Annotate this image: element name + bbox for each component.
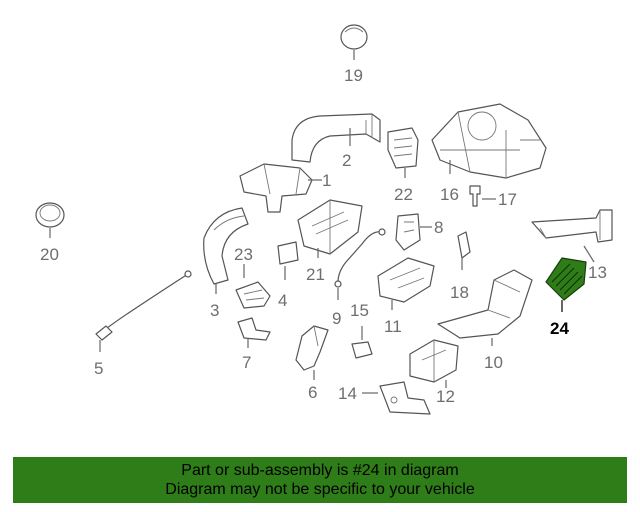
label-10[interactable]: 10 [484, 353, 503, 372]
label-18[interactable]: 18 [450, 283, 469, 302]
label-2[interactable]: 2 [342, 151, 351, 170]
part-16-heater-housing[interactable] [431, 103, 547, 179]
label-21[interactable]: 21 [306, 265, 325, 284]
parts-diagram: 19 20 2 22 16 17 1 13 [35, 24, 613, 415]
label-3[interactable]: 3 [210, 301, 219, 320]
part-22-vent[interactable] [387, 127, 419, 169]
part-21-bracket[interactable] [297, 199, 363, 255]
part-1-duct[interactable] [239, 163, 313, 213]
part-12-bracket[interactable] [409, 339, 459, 383]
info-banner: Part or sub-assembly is #24 in diagram D… [13, 457, 627, 503]
label-12[interactable]: 12 [436, 387, 455, 406]
banner-line-1: Part or sub-assembly is #24 in diagram [181, 462, 459, 479]
part-6-duct[interactable] [295, 325, 329, 371]
part-18-pin[interactable] [457, 231, 471, 259]
label-1[interactable]: 1 [322, 171, 331, 190]
label-7[interactable]: 7 [242, 353, 251, 372]
label-13[interactable]: 13 [588, 263, 607, 282]
label-17[interactable]: 17 [498, 190, 517, 209]
label-14[interactable]: 14 [338, 384, 357, 403]
part-20-plug[interactable] [35, 202, 65, 228]
label-5[interactable]: 5 [94, 359, 103, 378]
part-5-cable[interactable] [95, 270, 192, 341]
part-23-vent[interactable] [235, 281, 271, 309]
part-7-clip[interactable] [237, 317, 271, 341]
part-9-hose[interactable] [334, 228, 386, 288]
label-6[interactable]: 6 [308, 383, 317, 402]
label-22[interactable]: 22 [394, 185, 413, 204]
label-4[interactable]: 4 [278, 291, 287, 310]
part-19-cap[interactable] [340, 24, 368, 50]
part-17-screw[interactable] [469, 185, 481, 207]
label-16[interactable]: 16 [440, 185, 459, 204]
leader-13 [583, 245, 595, 263]
part-8-clip[interactable] [395, 213, 421, 251]
part-11-module[interactable] [377, 257, 435, 303]
part-10-duct[interactable] [437, 269, 533, 339]
label-20[interactable]: 20 [40, 245, 59, 264]
part-14-bracket[interactable] [379, 381, 431, 415]
part-13-duct[interactable] [531, 209, 613, 243]
label-9[interactable]: 9 [332, 309, 341, 328]
label-8[interactable]: 8 [434, 218, 443, 237]
part-15-clip[interactable] [351, 341, 373, 359]
label-19[interactable]: 19 [344, 66, 363, 85]
part-2-duct[interactable] [291, 113, 381, 163]
banner-line-2: Diagram may not be specific to your vehi… [165, 481, 475, 498]
label-24[interactable]: 24 [550, 319, 569, 338]
part-24-vent-selected[interactable] [545, 257, 587, 301]
label-15[interactable]: 15 [350, 301, 369, 320]
part-4-pad[interactable] [277, 241, 299, 265]
label-11[interactable]: 11 [384, 317, 402, 336]
part-3-duct[interactable] [203, 207, 249, 285]
label-23[interactable]: 23 [234, 245, 253, 264]
